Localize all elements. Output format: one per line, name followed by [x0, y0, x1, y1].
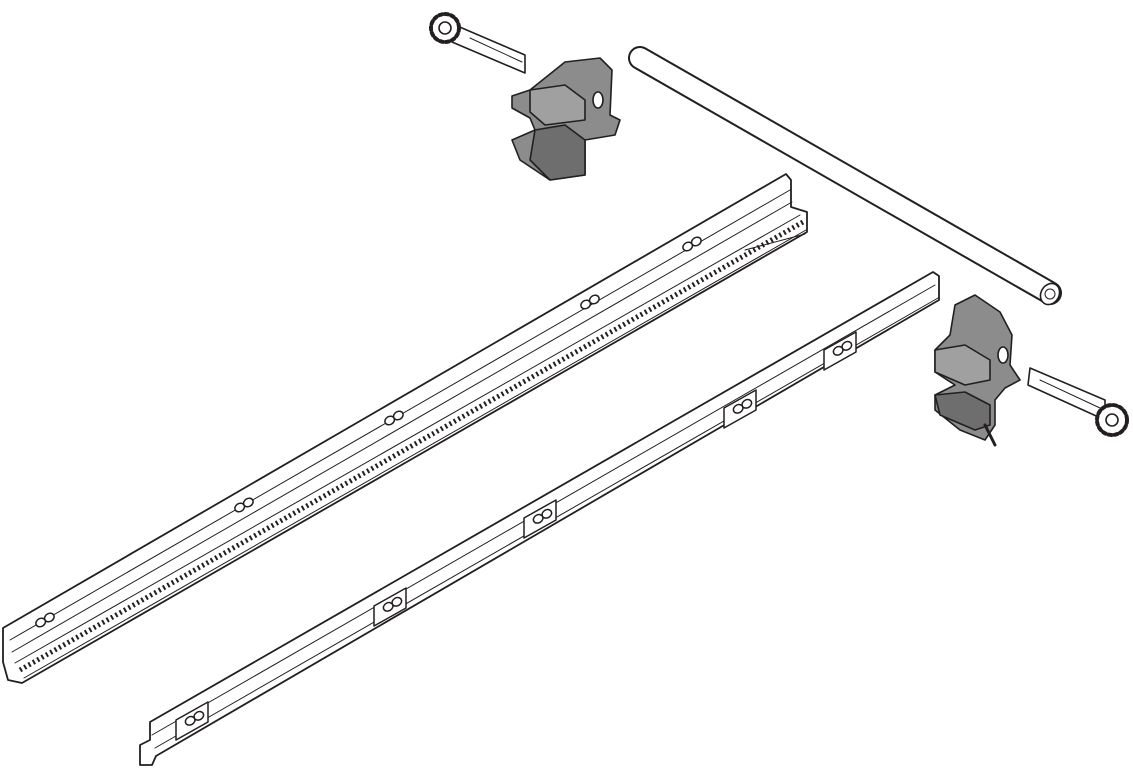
- dowel: [1027, 367, 1129, 437]
- rail-with-rack: [2, 173, 808, 684]
- mounting-holes: [35, 236, 702, 628]
- synchronisation-rod: [628, 46, 1062, 306]
- rail: [139, 271, 940, 766]
- mounting-holes: [175, 331, 857, 741]
- clip: [934, 294, 1021, 447]
- dowel: [429, 12, 526, 74]
- clip: [511, 57, 621, 181]
